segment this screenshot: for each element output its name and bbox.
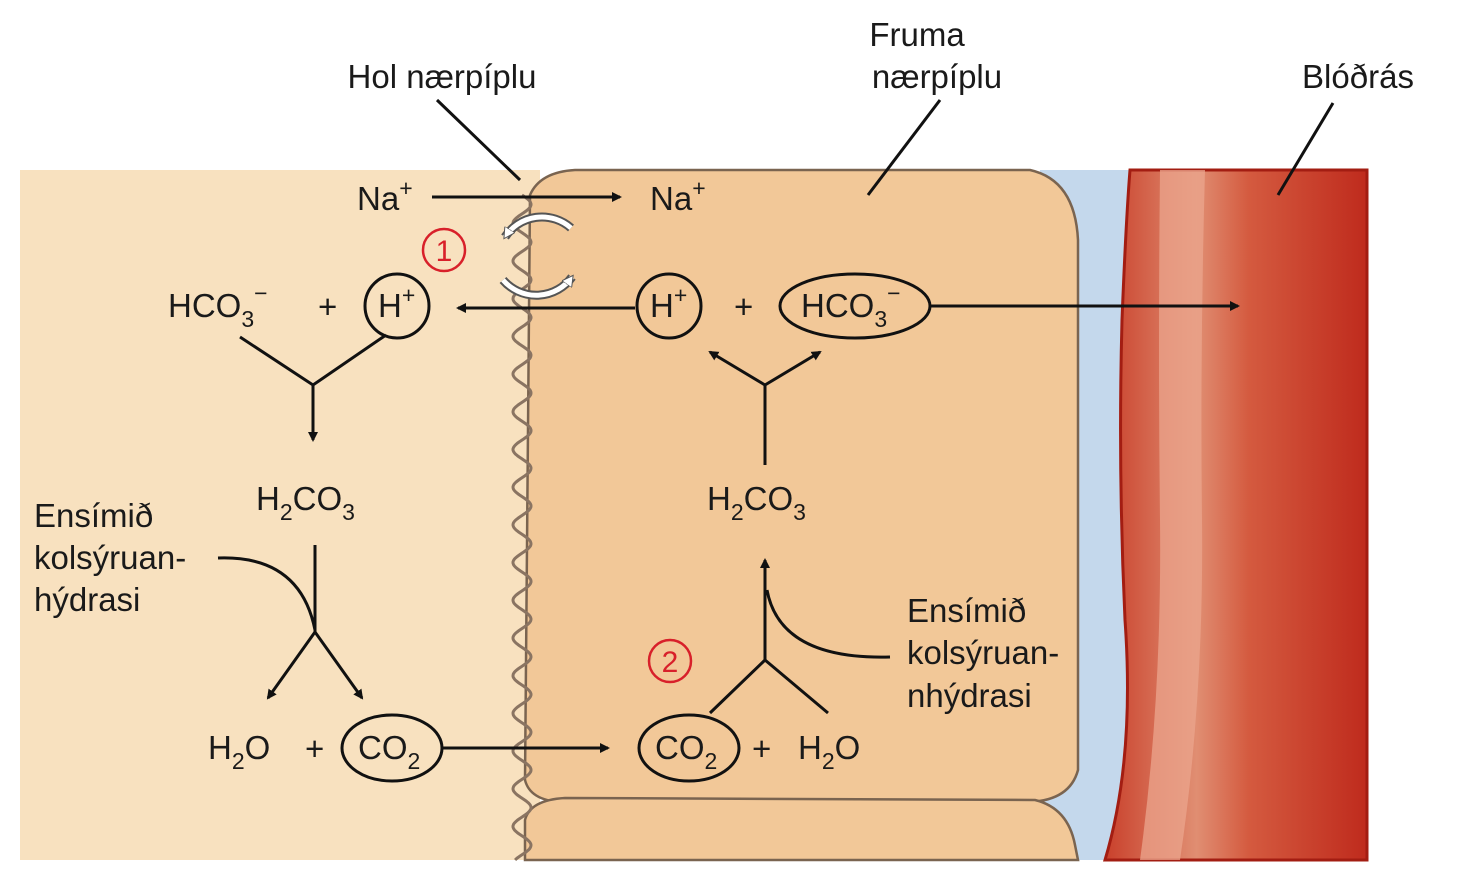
h-ion-cell: H+ bbox=[650, 282, 687, 324]
h-ion-lumen-circle bbox=[363, 272, 431, 340]
h2co3-cell: H2CO3 bbox=[707, 480, 806, 525]
blood-vessel bbox=[1102, 168, 1369, 862]
hco3-cell: HCO3− bbox=[801, 280, 901, 332]
co2-cell-ellipse bbox=[637, 713, 741, 783]
lumen-split-right bbox=[313, 631, 364, 700]
plus-cell-2: + bbox=[752, 730, 771, 767]
plus-lumen-1: + bbox=[318, 288, 337, 325]
enzyme-right-line2: kolsýruan- bbox=[907, 634, 1059, 671]
enzyme-left-line2: kolsýruan- bbox=[34, 539, 186, 576]
cell-label-line1: Fruma bbox=[869, 16, 965, 53]
lumen-label: Hol nærpíplu bbox=[348, 58, 537, 95]
vessel-wall-highlight bbox=[1140, 170, 1205, 860]
h2o-cell: H2O bbox=[798, 729, 860, 774]
tubule-cell-lower bbox=[523, 796, 1080, 862]
h2o-lumen: H2O bbox=[208, 729, 270, 774]
na-h-exchanger-icon bbox=[499, 212, 576, 300]
h-ion-lumen: H+ bbox=[378, 282, 415, 324]
enzyme-left-line1: Ensímið bbox=[34, 497, 153, 534]
step-2-badge bbox=[647, 638, 693, 684]
enzyme-left-pointer bbox=[217, 556, 317, 631]
enzyme-right-pointer bbox=[765, 589, 891, 659]
step-1-number: 1 bbox=[436, 235, 453, 268]
h-ion-cell-circle bbox=[635, 272, 703, 340]
blood-callout-line bbox=[1276, 102, 1335, 196]
step-1-badge bbox=[421, 227, 467, 273]
cell-label-line2: nærpíplu bbox=[872, 58, 1002, 95]
lumen-split-left bbox=[266, 631, 317, 700]
enzyme-right-line3: nhýdrasi bbox=[907, 677, 1032, 714]
lumen-callout-line bbox=[435, 98, 522, 182]
cell-split-left bbox=[708, 350, 766, 387]
enzyme-left-line3: hýdrasi bbox=[34, 581, 140, 618]
lumen-region bbox=[20, 170, 540, 860]
cell-callout-line bbox=[866, 99, 942, 196]
hco3-lumen: HCO3− bbox=[168, 280, 268, 332]
h2co3-lumen: H2CO3 bbox=[256, 480, 355, 525]
na-ion-lumen: Na+ bbox=[357, 175, 413, 217]
co2-lumen: CO2 bbox=[358, 729, 420, 774]
tubule-cell bbox=[523, 168, 1080, 804]
co2-cell: CO2 bbox=[655, 729, 717, 774]
blood-label: Blóðrás bbox=[1302, 58, 1414, 95]
enzyme-right-line1: Ensímið bbox=[907, 592, 1026, 629]
co2-lumen-ellipse bbox=[340, 713, 444, 783]
cell-split-right bbox=[764, 350, 822, 387]
na-ion-cell: Na+ bbox=[650, 175, 706, 217]
plus-lumen-2: + bbox=[305, 730, 324, 767]
step-2-number: 2 bbox=[662, 646, 679, 679]
plus-cell-1: + bbox=[734, 288, 753, 325]
